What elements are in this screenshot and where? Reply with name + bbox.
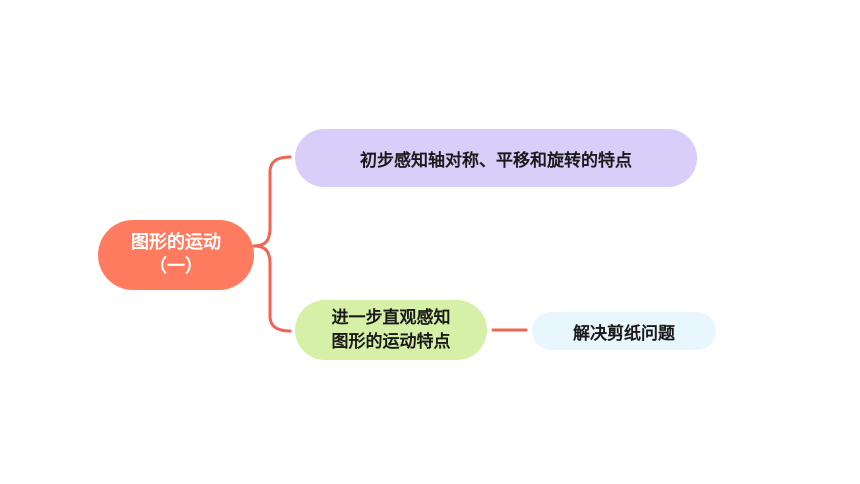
branch-node-2-label: 进一步直观感知 图形的运动特点 bbox=[331, 308, 451, 352]
leaf-node-1-label: 解决剪纸问题 bbox=[573, 323, 675, 344]
root-node-label: 图形的运动 （一） bbox=[131, 232, 221, 277]
leaf-node-1[interactable]: 解决剪纸问题 bbox=[532, 312, 716, 350]
branch-node-1[interactable]: 初步感知轴对称、平移和旋转的特点 bbox=[295, 129, 697, 187]
branch-node-1-label: 初步感知轴对称、平移和旋转的特点 bbox=[360, 150, 632, 171]
root-node[interactable]: 图形的运动 （一） bbox=[98, 220, 254, 290]
root-to-branch-1-connector bbox=[252, 155, 292, 248]
root-to-branch-2-connector bbox=[252, 244, 292, 333]
branch-node-2[interactable]: 进一步直观感知 图形的运动特点 bbox=[295, 300, 487, 360]
